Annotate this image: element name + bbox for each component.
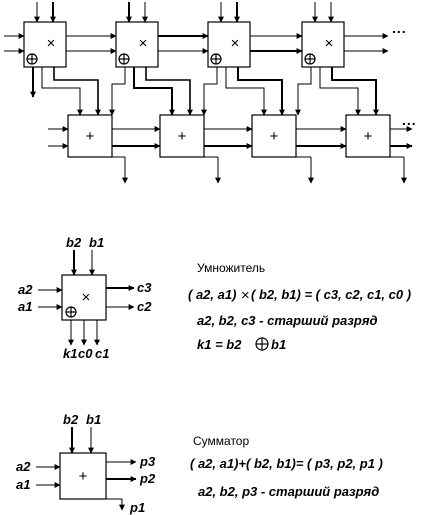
multiplier-4-symbol: × xyxy=(325,35,334,52)
multiplier-equation-right: ( b2, b1) = ( c3, c2, c1, c0 ) xyxy=(251,287,411,302)
continuation-dots-top: ... xyxy=(392,20,407,36)
mult-input-b1: b1 xyxy=(89,235,104,250)
adder-equation: ( a2, a1)+( b2, b1)= ( p3, p2, p1 ) xyxy=(190,456,383,471)
multiplier-symbols: × × × × xyxy=(47,35,334,52)
multiplier-legend-title: Умножитель xyxy=(197,261,265,275)
multiplier-legend-block xyxy=(38,250,135,346)
multiplier-equation-op: × xyxy=(241,287,250,304)
mult-output-c1: c1 xyxy=(95,346,109,361)
adder-legend-block xyxy=(36,427,137,511)
continuation-dots-adders: ... xyxy=(402,112,417,128)
add-input-b2: b2 xyxy=(63,412,79,427)
adder-legend-title: Сумматор xyxy=(193,434,249,448)
adder-4-symbol: + xyxy=(364,128,373,145)
add-input-b1: b1 xyxy=(86,412,101,427)
xor-icon xyxy=(26,53,38,65)
adder-row xyxy=(48,114,413,184)
xor-icon xyxy=(255,337,269,351)
adder-3-symbol: + xyxy=(270,128,279,145)
xor-icon xyxy=(118,53,130,65)
adder-legend-symbol: + xyxy=(79,468,88,485)
xor-icon xyxy=(65,306,77,318)
add-input-a1: a1 xyxy=(16,477,30,492)
multiplier-block-1 xyxy=(23,21,67,68)
adder-block-2 xyxy=(159,114,205,158)
add-output-p3: p3 xyxy=(139,454,156,469)
xor-icon xyxy=(304,53,316,65)
multiplier-block-2 xyxy=(115,21,159,68)
xor-icons xyxy=(26,53,316,65)
multiplier-block-4 xyxy=(301,21,345,68)
multiplier-equation-left: ( a2, a1) xyxy=(188,287,236,302)
mult-output-k1: k1 xyxy=(63,346,77,361)
multiplier-2-symbol: × xyxy=(139,35,148,52)
multiplier-1-symbol: × xyxy=(47,35,56,52)
adder-block-3 xyxy=(251,114,297,158)
adder-block-4 xyxy=(345,114,391,158)
adder-symbols: + + + + xyxy=(86,128,373,145)
add-input-a2: a2 xyxy=(16,459,31,474)
mult-output-c0: c0 xyxy=(78,346,93,361)
add-output-p2: p2 xyxy=(139,471,156,486)
multiplier-block-3 xyxy=(207,21,251,68)
adder-2-symbol: + xyxy=(178,128,187,145)
adder-block-1 xyxy=(67,114,113,158)
multiplier-legend-symbol: × xyxy=(82,289,91,306)
add-output-p1: p1 xyxy=(129,500,145,515)
adder-1-symbol: + xyxy=(86,128,95,145)
multiplier-msb-note: a2, b2, c3 - старший разряд xyxy=(197,313,378,328)
multiplier-row xyxy=(4,2,389,116)
multiplier-3-symbol: × xyxy=(231,35,240,52)
k1-equation-right: b1 xyxy=(271,337,286,352)
k1-equation-left: k1 = b2 xyxy=(197,337,242,352)
mult-input-a2: a2 xyxy=(18,282,33,297)
mult-output-c2: c2 xyxy=(137,299,152,314)
xor-icon xyxy=(210,53,222,65)
mult-input-a1: a1 xyxy=(18,299,32,314)
mult-input-b2: b2 xyxy=(66,235,82,250)
adder-msb-note: a2, b2, p3 - старший разряд xyxy=(198,484,379,499)
mult-output-c3: c3 xyxy=(137,280,152,295)
